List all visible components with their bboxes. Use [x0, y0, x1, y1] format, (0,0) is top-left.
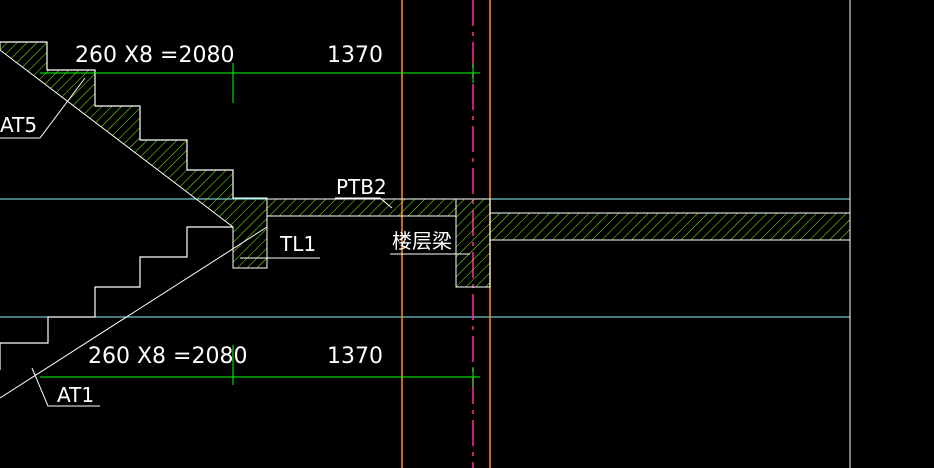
- label-at1: AT1: [57, 383, 94, 407]
- label-ptb2: PTB2: [336, 175, 387, 199]
- floor-slab: [489, 212, 851, 241]
- label-tl1: TL1: [279, 232, 316, 256]
- leader-at1: [31, 367, 100, 407]
- dim-label-lower-left: 260 X8 =2080: [88, 344, 247, 369]
- lower-stair-outline: [0, 226, 233, 370]
- dim-label-upper-right: 1370: [327, 43, 383, 68]
- lower-stair-soffit: [0, 226, 268, 399]
- platform-slab: [266, 198, 457, 217]
- label-floor-beam: 楼层梁: [392, 229, 452, 253]
- leader-ptb2: [335, 197, 393, 209]
- leader-at5: [0, 77, 86, 139]
- floor-beam-section: [455, 198, 491, 288]
- dim-label-lower-right: 1370: [327, 344, 383, 369]
- dim-label-upper-left: 260 X8 =2080: [75, 43, 234, 68]
- label-at5: AT5: [0, 113, 37, 137]
- upper-stair-section: [0, 41, 268, 269]
- upper-stair-outline: [0, 41, 234, 198]
